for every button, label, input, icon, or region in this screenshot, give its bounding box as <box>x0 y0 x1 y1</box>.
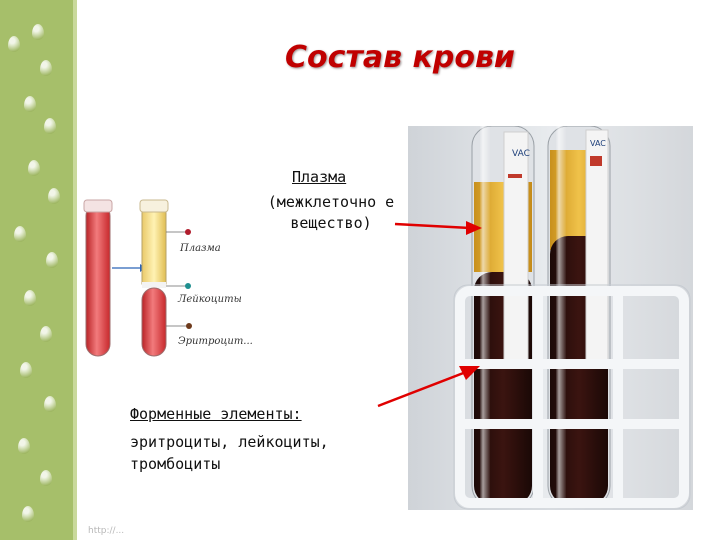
water-drop-icon <box>14 226 26 242</box>
water-drop-icon <box>24 290 36 306</box>
erythrocyte-marker <box>186 323 192 329</box>
decorative-sidebar <box>0 0 73 540</box>
plasma-marker <box>185 229 191 235</box>
diagram-label-erythrocytes: Эритроцит... <box>178 336 253 347</box>
formed-elements-description: эритроциты, лейкоциты, тромбоциты <box>130 433 329 473</box>
arrow-head-icon <box>459 366 480 380</box>
slide-title: Состав крови <box>285 40 515 75</box>
tube-label-a: VAC <box>512 149 530 159</box>
water-drop-icon <box>20 362 32 378</box>
tube-separated-blood <box>139 199 169 357</box>
footer-url[interactable]: http://... <box>88 526 125 536</box>
water-drop-icon <box>8 36 20 52</box>
water-drop-icon <box>32 24 44 40</box>
plasma-heading: Плазма <box>292 168 347 186</box>
water-drop-icon <box>40 470 52 486</box>
water-drop-icon <box>48 188 60 204</box>
water-drop-icon <box>44 396 56 412</box>
tube-label-b: VAC <box>590 139 606 148</box>
water-drop-icon <box>40 60 52 76</box>
water-drop-icon <box>22 506 34 522</box>
arrow-head-icon <box>466 221 482 235</box>
water-drop-icon <box>40 326 52 342</box>
formed-elements-heading: Форменные элементы: <box>130 405 302 423</box>
water-drop-icon <box>46 252 58 268</box>
blood-tube-diagram <box>83 199 192 357</box>
blood-tubes-photo: VAC VAC <box>408 126 693 510</box>
water-drop-icon <box>44 118 56 134</box>
diagram-label-leukocytes: Лейкоциты <box>178 294 242 305</box>
water-drop-icon <box>24 96 36 112</box>
tube-whole-blood <box>83 199 113 357</box>
diagram-label-plasma: Плазма <box>180 243 221 254</box>
water-drop-icon <box>28 160 40 176</box>
leukocyte-marker <box>185 283 191 289</box>
sidebar-edge <box>73 0 77 540</box>
tube-rack <box>455 286 689 508</box>
water-drop-icon <box>18 438 30 454</box>
plasma-description: (межклеточно е вещество) <box>267 193 395 232</box>
